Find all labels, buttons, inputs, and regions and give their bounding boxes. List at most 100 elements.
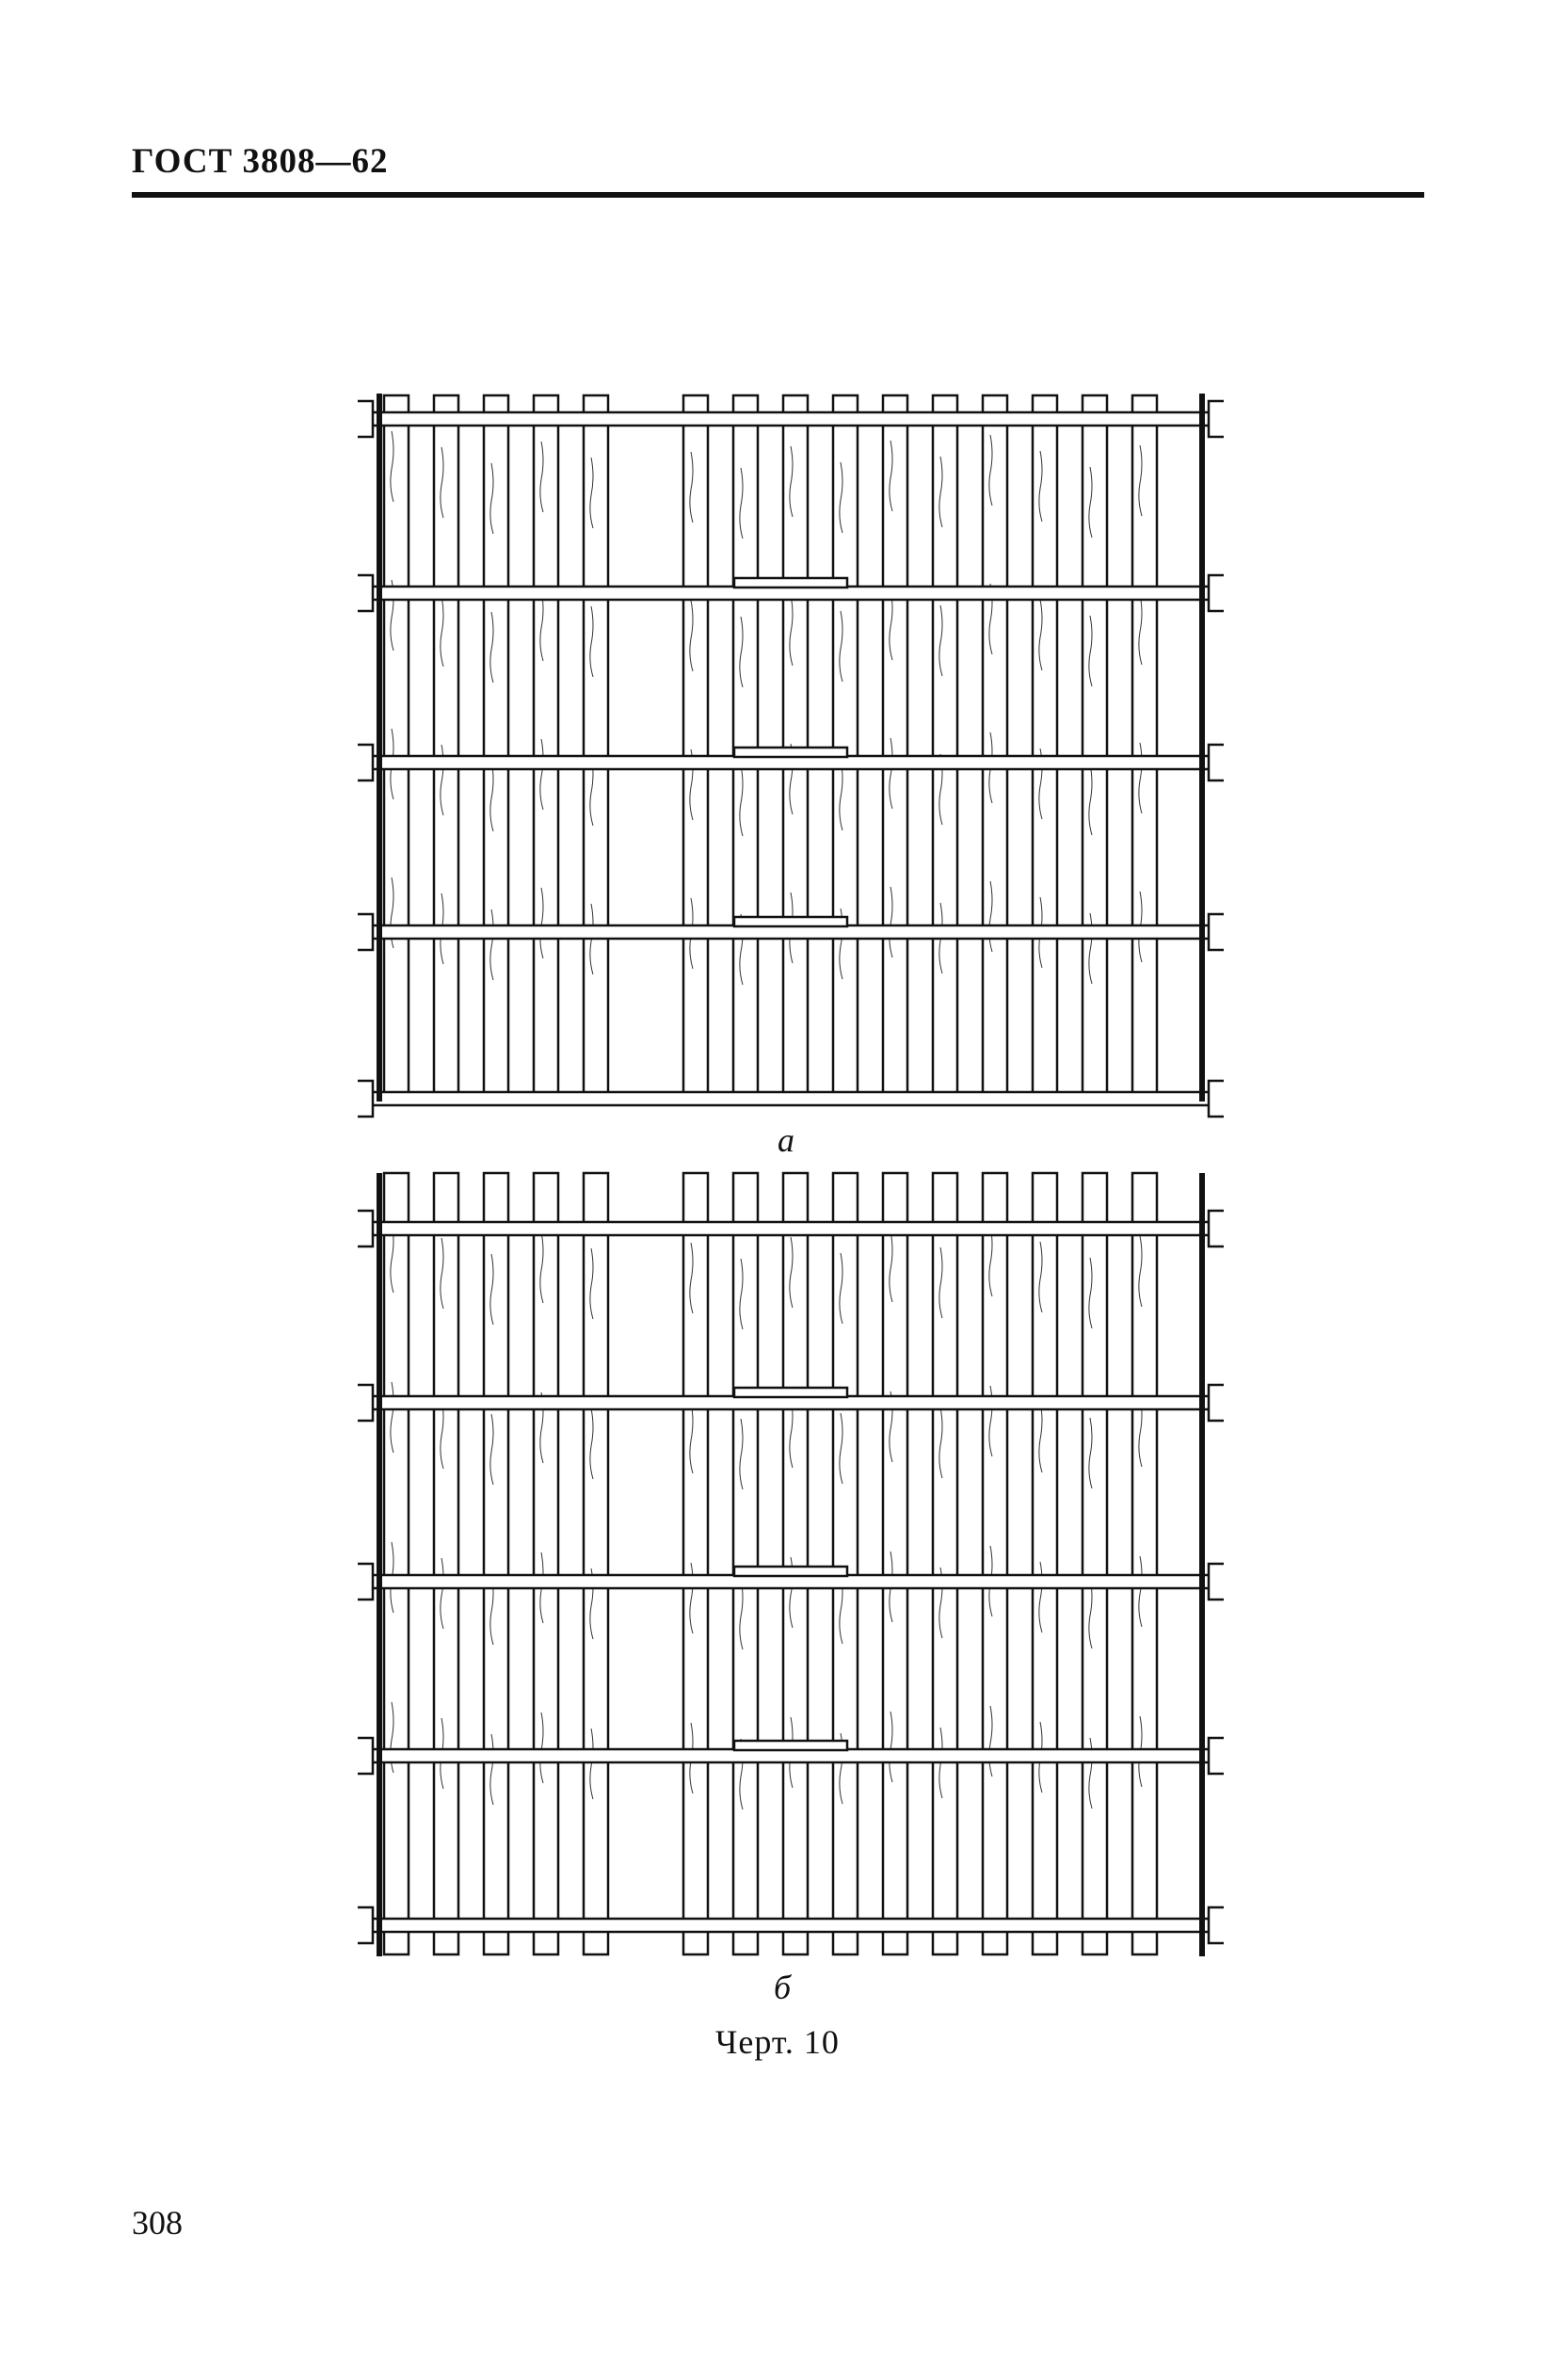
header-rule: [132, 192, 1424, 198]
vertical-board: [1131, 1171, 1159, 1956]
wood-grain: [1038, 1241, 1043, 1313]
rail-end-left: [358, 399, 375, 439]
wood-grain: [689, 1242, 694, 1314]
vertical-board: [482, 1171, 510, 1956]
wood-grain: [839, 610, 843, 683]
wood-grain: [1038, 450, 1043, 523]
vertical-board: [931, 1171, 959, 1956]
horizontal-rail: [363, 1220, 1218, 1237]
rail-end-left: [358, 1906, 375, 1945]
wood-grain: [889, 1230, 893, 1303]
wood-grain: [440, 446, 444, 519]
wood-grain: [440, 595, 444, 667]
wood-grain: [1138, 593, 1143, 666]
wood-grain: [839, 1412, 843, 1485]
splice-strip: [732, 1386, 849, 1399]
vertical-board: [432, 1171, 460, 1956]
wood-grain: [1088, 466, 1093, 539]
vertical-board: [682, 1171, 710, 1956]
wood-grain: [489, 462, 494, 535]
wood-grain: [938, 604, 943, 677]
pallet-drawing-a: [358, 394, 1224, 1118]
vertical-board: [1031, 394, 1059, 1103]
wood-grain: [1088, 615, 1093, 687]
wood-grain: [589, 1407, 594, 1480]
wood-grain: [589, 1247, 594, 1320]
wood-grain: [589, 457, 594, 529]
rail-end-right: [1207, 912, 1224, 952]
splice-strip: [732, 1565, 849, 1578]
wood-grain: [839, 759, 843, 831]
wood-grain: [1138, 444, 1143, 517]
wood-grain: [539, 738, 544, 811]
rail-end-right: [1207, 1209, 1224, 1248]
vertical-board: [831, 1171, 859, 1956]
document-header: ГОСТ 3808—62: [132, 142, 389, 181]
wood-grain: [739, 467, 744, 539]
wood-grain: [689, 451, 694, 523]
wood-grain: [988, 1225, 993, 1297]
wood-grain: [889, 737, 893, 810]
wood-grain: [489, 611, 494, 683]
vertical-board: [432, 394, 460, 1103]
vertical-board: [682, 394, 710, 1103]
wood-grain: [1088, 912, 1093, 985]
wood-grain: [689, 1562, 694, 1634]
rail-end-right: [1207, 399, 1224, 439]
wood-grain: [739, 764, 744, 837]
splice-strip: [732, 746, 849, 759]
wood-grain: [1088, 764, 1093, 836]
vertical-board: [731, 1171, 760, 1956]
rail-end-left: [358, 743, 375, 782]
rail-end-left: [358, 1736, 375, 1776]
vertical-board: [532, 1171, 560, 1956]
wood-grain: [689, 600, 694, 672]
wood-grain: [889, 440, 893, 512]
wood-grain: [988, 880, 993, 953]
wood-grain: [1088, 1257, 1093, 1329]
wood-grain: [1138, 1235, 1143, 1308]
vertical-board: [981, 1171, 1009, 1956]
wood-grain: [839, 461, 843, 534]
wood-grain: [489, 1413, 494, 1486]
wood-grain: [489, 1253, 494, 1326]
wood-grain: [390, 1381, 394, 1454]
rail-end-left: [358, 1079, 375, 1118]
wood-grain: [938, 1727, 943, 1799]
splice-strip: [732, 1739, 849, 1752]
wood-grain: [539, 589, 544, 662]
frame-post-right: [1199, 1173, 1205, 1956]
vertical-board: [931, 394, 959, 1103]
vertical-board: [1131, 394, 1159, 1103]
rail-end-left: [358, 573, 375, 613]
wood-grain: [739, 1418, 744, 1490]
wood-grain: [1038, 1401, 1043, 1473]
figure-label-a: а: [778, 1121, 794, 1159]
wood-grain: [938, 1246, 943, 1319]
vertical-board: [881, 394, 909, 1103]
vertical-board: [382, 1171, 410, 1956]
vertical-board: [1031, 1171, 1059, 1956]
vertical-board: [1081, 394, 1109, 1103]
rail-end-left: [358, 1209, 375, 1248]
wood-grain: [938, 1407, 943, 1479]
wood-grain: [489, 909, 494, 981]
frame-post-right: [1199, 394, 1205, 1102]
vertical-board: [881, 1171, 909, 1956]
horizontal-rail: [363, 1917, 1218, 1934]
vertical-board: [382, 394, 410, 1103]
rail-end-right: [1207, 573, 1224, 613]
frame-post-left: [377, 394, 382, 1102]
rail-end-right: [1207, 743, 1224, 782]
splice-strip: [732, 915, 849, 928]
rail-end-left: [358, 1383, 375, 1423]
figure-label-b: б: [774, 1969, 792, 2006]
wood-grain: [539, 1552, 544, 1624]
wood-grain: [789, 1236, 794, 1309]
frame-post-left: [377, 1173, 382, 1956]
wood-grain: [440, 1237, 444, 1310]
horizontal-rail: [363, 410, 1218, 427]
wood-grain: [938, 902, 943, 974]
wood-grain: [539, 1231, 544, 1304]
wood-grain: [739, 1258, 744, 1330]
